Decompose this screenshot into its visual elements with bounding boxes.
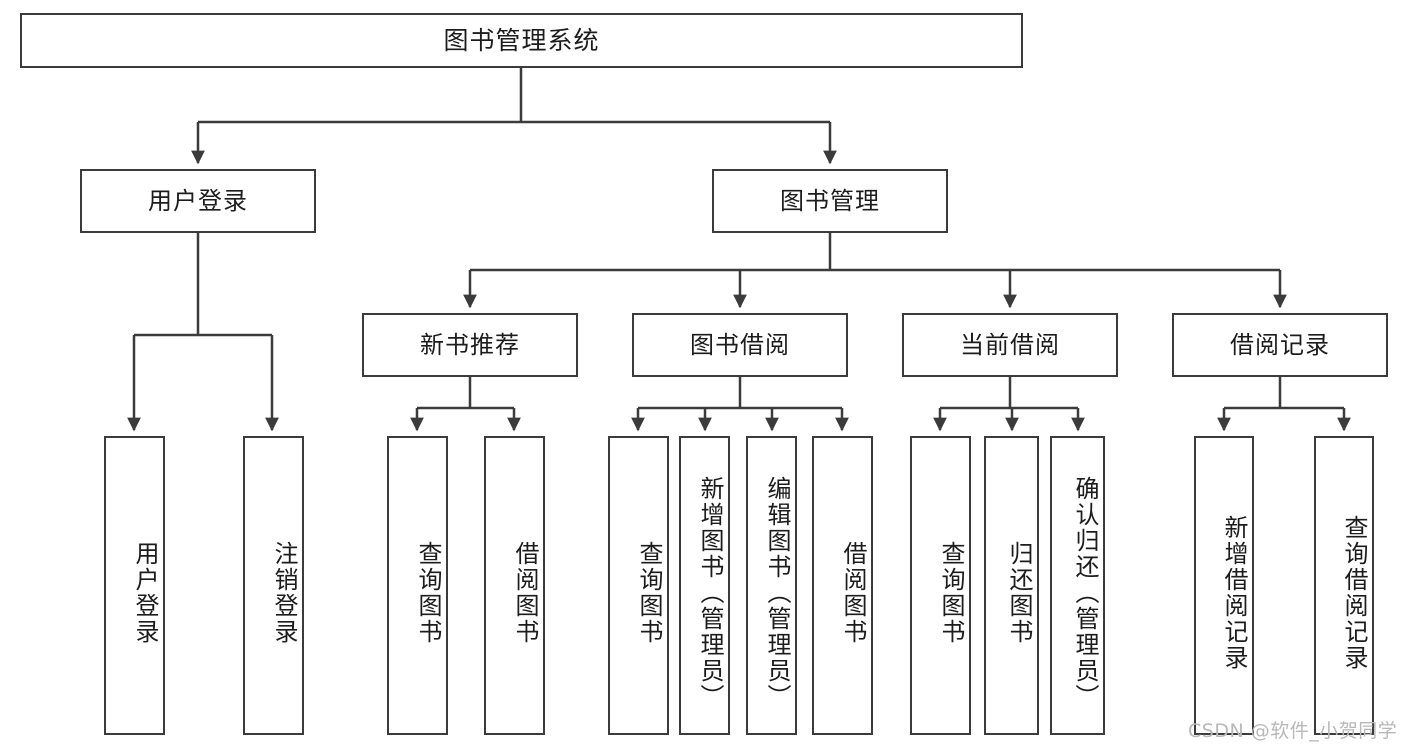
node-current-borrow-label: 当前借阅 bbox=[960, 330, 1060, 359]
leaf-add-record[interactable]: 新增借阅记录 bbox=[1194, 436, 1254, 735]
node-new-book-rec-label: 新书推荐 bbox=[420, 330, 520, 359]
leaf-query-book-1-label: 查询图书 bbox=[414, 540, 442, 645]
leaf-add-book-label: 新增图书（管理员） bbox=[696, 475, 724, 710]
node-book-manage-label: 图书管理 bbox=[780, 186, 880, 215]
leaf-add-book[interactable]: 新增图书（管理员） bbox=[679, 436, 730, 735]
leaf-edit-book-label: 编辑图书（管理员） bbox=[763, 475, 791, 710]
leaf-query-book-1[interactable]: 查询图书 bbox=[387, 436, 448, 735]
leaf-query-record-label: 查询借阅记录 bbox=[1340, 514, 1368, 671]
node-book-borrow-label: 图书借阅 bbox=[690, 330, 790, 359]
leaf-query-book-3[interactable]: 查询图书 bbox=[910, 436, 971, 735]
node-borrow-record-label: 借阅记录 bbox=[1230, 330, 1330, 359]
leaf-user-login-label: 用户登录 bbox=[131, 540, 159, 645]
node-borrow-record[interactable]: 借阅记录 bbox=[1172, 313, 1388, 377]
leaf-confirm-return[interactable]: 确认归还（管理员） bbox=[1050, 436, 1105, 735]
node-book-borrow[interactable]: 图书借阅 bbox=[632, 313, 848, 377]
leaf-confirm-return-label: 确认归还（管理员） bbox=[1071, 475, 1099, 710]
leaf-borrow-book-2[interactable]: 借阅图书 bbox=[812, 436, 873, 735]
node-current-borrow[interactable]: 当前借阅 bbox=[902, 313, 1118, 377]
leaf-borrow-book-1[interactable]: 借阅图书 bbox=[484, 436, 545, 735]
leaf-user-login[interactable]: 用户登录 bbox=[104, 436, 165, 735]
node-user-login-label: 用户登录 bbox=[148, 186, 248, 215]
leaf-borrow-book-1-label: 借阅图书 bbox=[511, 540, 539, 645]
leaf-user-logout[interactable]: 注销登录 bbox=[243, 436, 304, 735]
node-new-book-rec[interactable]: 新书推荐 bbox=[362, 313, 578, 377]
leaf-borrow-book-2-label: 借阅图书 bbox=[839, 540, 867, 645]
leaf-add-record-label: 新增借阅记录 bbox=[1220, 514, 1248, 671]
leaf-return-book-label: 归还图书 bbox=[1005, 540, 1033, 645]
leaf-query-book-2[interactable]: 查询图书 bbox=[608, 436, 669, 735]
leaf-edit-book[interactable]: 编辑图书（管理员） bbox=[746, 436, 797, 735]
csdn-watermark: CSDN @软件_小贺同学 bbox=[1188, 720, 1398, 742]
leaf-return-book[interactable]: 归还图书 bbox=[984, 436, 1039, 735]
node-user-login[interactable]: 用户登录 bbox=[80, 169, 316, 233]
leaf-query-record[interactable]: 查询借阅记录 bbox=[1314, 436, 1374, 735]
node-book-manage[interactable]: 图书管理 bbox=[712, 169, 948, 233]
leaf-user-logout-label: 注销登录 bbox=[270, 540, 298, 645]
leaf-query-book-3-label: 查询图书 bbox=[937, 540, 965, 645]
node-root-label: 图书管理系统 bbox=[443, 25, 600, 55]
node-root[interactable]: 图书管理系统 bbox=[20, 13, 1023, 68]
leaf-query-book-2-label: 查询图书 bbox=[635, 540, 663, 645]
